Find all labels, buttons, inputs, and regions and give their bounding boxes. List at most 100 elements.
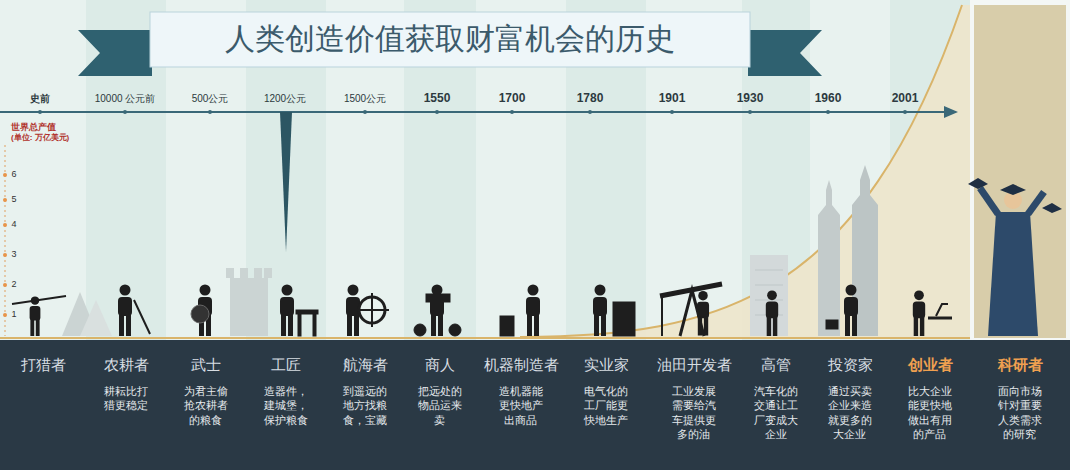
role-column: 油田开发者工业发展需要给汽车提供更多的油 — [646, 340, 742, 470]
role-description: 比大企业能更快地做出有用的产品 — [906, 384, 954, 441]
graduate-figure — [980, 188, 998, 214]
year-label: 1930 — [737, 91, 764, 105]
worker-figures — [526, 285, 540, 337]
era-bands — [974, 5, 1066, 338]
role-description: 耕耘比打猎更稳定 — [102, 384, 150, 413]
axis-title: 世界总产值 — [11, 121, 56, 134]
scenery — [818, 180, 840, 336]
role-column: 实业家电气化的工厂能更快地生产 — [566, 340, 646, 470]
year-label: 2001 — [892, 91, 919, 105]
era-bands — [810, 0, 890, 340]
role-name: 投资家 — [828, 356, 873, 375]
scenery — [226, 268, 234, 278]
value-axis — [3, 145, 7, 336]
building-windows — [755, 270, 783, 271]
value-axis — [3, 173, 7, 177]
timeline-axis — [123, 110, 127, 114]
worker-tools — [414, 324, 426, 336]
role-column: 打猎者 — [0, 340, 86, 470]
year-label: 10000 公元前 — [95, 92, 156, 106]
worker-tools — [449, 324, 461, 336]
role-description: 面向市场针对重要人类需求的研究 — [996, 384, 1044, 441]
role-column: 机器制造者造机器能更快地产出商品 — [476, 340, 566, 470]
role-column: 投资家通过买卖企业来造就更多的大企业 — [810, 340, 890, 470]
role-column: 科研者面向市场针对重要人类需求的研究 — [970, 340, 1070, 470]
role-name: 农耕者 — [104, 356, 149, 375]
worker-tools — [661, 296, 663, 336]
year-label: 史前 — [30, 92, 50, 106]
growth-curve — [0, 337, 970, 339]
role-column: 商人把远处的物品运来卖 — [404, 340, 476, 470]
scenery — [254, 268, 262, 278]
axis-tick: 5 — [11, 194, 16, 204]
timeline-axis — [826, 110, 830, 114]
worker-tools — [500, 316, 514, 336]
timeline-axis — [670, 110, 674, 114]
timeline-axis — [208, 110, 212, 114]
graduate-figure — [968, 178, 1062, 336]
worker-tools — [680, 290, 704, 336]
value-axis — [3, 253, 7, 257]
worker-figures — [30, 296, 41, 336]
year-label: 1901 — [659, 91, 686, 105]
role-description: 通过买卖企业来造就更多的大企业 — [826, 384, 874, 441]
role-column: 武士为君主偷抢农耕者的粮食 — [166, 340, 246, 470]
worker-figures — [430, 285, 444, 337]
worker-tools — [134, 300, 150, 334]
worker-figures — [118, 285, 132, 337]
scenery — [240, 268, 248, 278]
worker-tools — [12, 284, 952, 336]
role-description: 到遥远的地方找粮食，宝藏 — [341, 384, 389, 427]
timeline-axis — [38, 110, 907, 114]
worker-tools — [613, 302, 635, 336]
worker-tools — [936, 304, 948, 316]
axis-tick: 6 — [11, 169, 16, 179]
worker-figures — [913, 290, 925, 336]
role-name: 高管 — [761, 356, 791, 375]
role-column: 农耕者耕耘比打猎更稳定 — [86, 340, 166, 470]
worker-tools — [12, 296, 66, 304]
worker-tools — [296, 310, 318, 314]
worker-figures — [844, 285, 858, 337]
timeline-axis — [588, 110, 592, 114]
value-axis — [3, 223, 7, 227]
title-banner — [150, 12, 750, 67]
role-column: 创业者比大企业能更快地做出有用的产品 — [890, 340, 970, 470]
role-name: 打猎者 — [21, 356, 66, 375]
worker-tools — [928, 317, 952, 320]
year-label: 1960 — [815, 91, 842, 105]
role-description: 造器件，建城堡，保护粮食 — [262, 384, 310, 427]
role-description: 汽车化的交通让工厂变成大企业 — [752, 384, 800, 441]
timeline-axis — [903, 110, 907, 114]
role-description: 为君主偷抢农耕者的粮食 — [182, 384, 230, 427]
era-bands — [0, 0, 86, 340]
graduate-figure — [988, 212, 1038, 336]
role-name: 科研者 — [998, 356, 1043, 375]
scenery — [80, 300, 112, 336]
role-description: 把远处的物品运来卖 — [416, 384, 464, 427]
worker-tools — [355, 309, 389, 311]
worker-tools — [313, 314, 316, 336]
value-axis — [3, 283, 7, 287]
role-name: 实业家 — [584, 356, 629, 375]
timeline-axis — [0, 111, 946, 113]
title-text: 人类创造价值获取财富机会的历史 — [150, 12, 750, 67]
axis-tick: 3 — [11, 249, 16, 259]
timeline-axis — [944, 106, 958, 118]
role-description: 电气化的工厂能更快地生产 — [582, 384, 630, 427]
worker-figures — [766, 290, 778, 336]
axis-tick: 4 — [11, 219, 16, 229]
era-bands — [0, 0, 1070, 340]
value-axis — [3, 198, 7, 202]
timeline-axis — [363, 110, 367, 114]
worker-tools — [826, 320, 838, 329]
title-banner — [78, 30, 152, 76]
year-label: 1200公元 — [264, 92, 306, 106]
scenery — [264, 268, 272, 278]
graduate-figure — [1000, 184, 1026, 195]
title-banner — [78, 12, 822, 76]
worker-tools — [426, 294, 450, 302]
axis-tick: 2 — [11, 279, 16, 289]
axis-title: (单位: 万亿美元) — [11, 132, 69, 143]
role-column: 航海者到遥远的地方找粮食，宝藏 — [326, 340, 404, 470]
